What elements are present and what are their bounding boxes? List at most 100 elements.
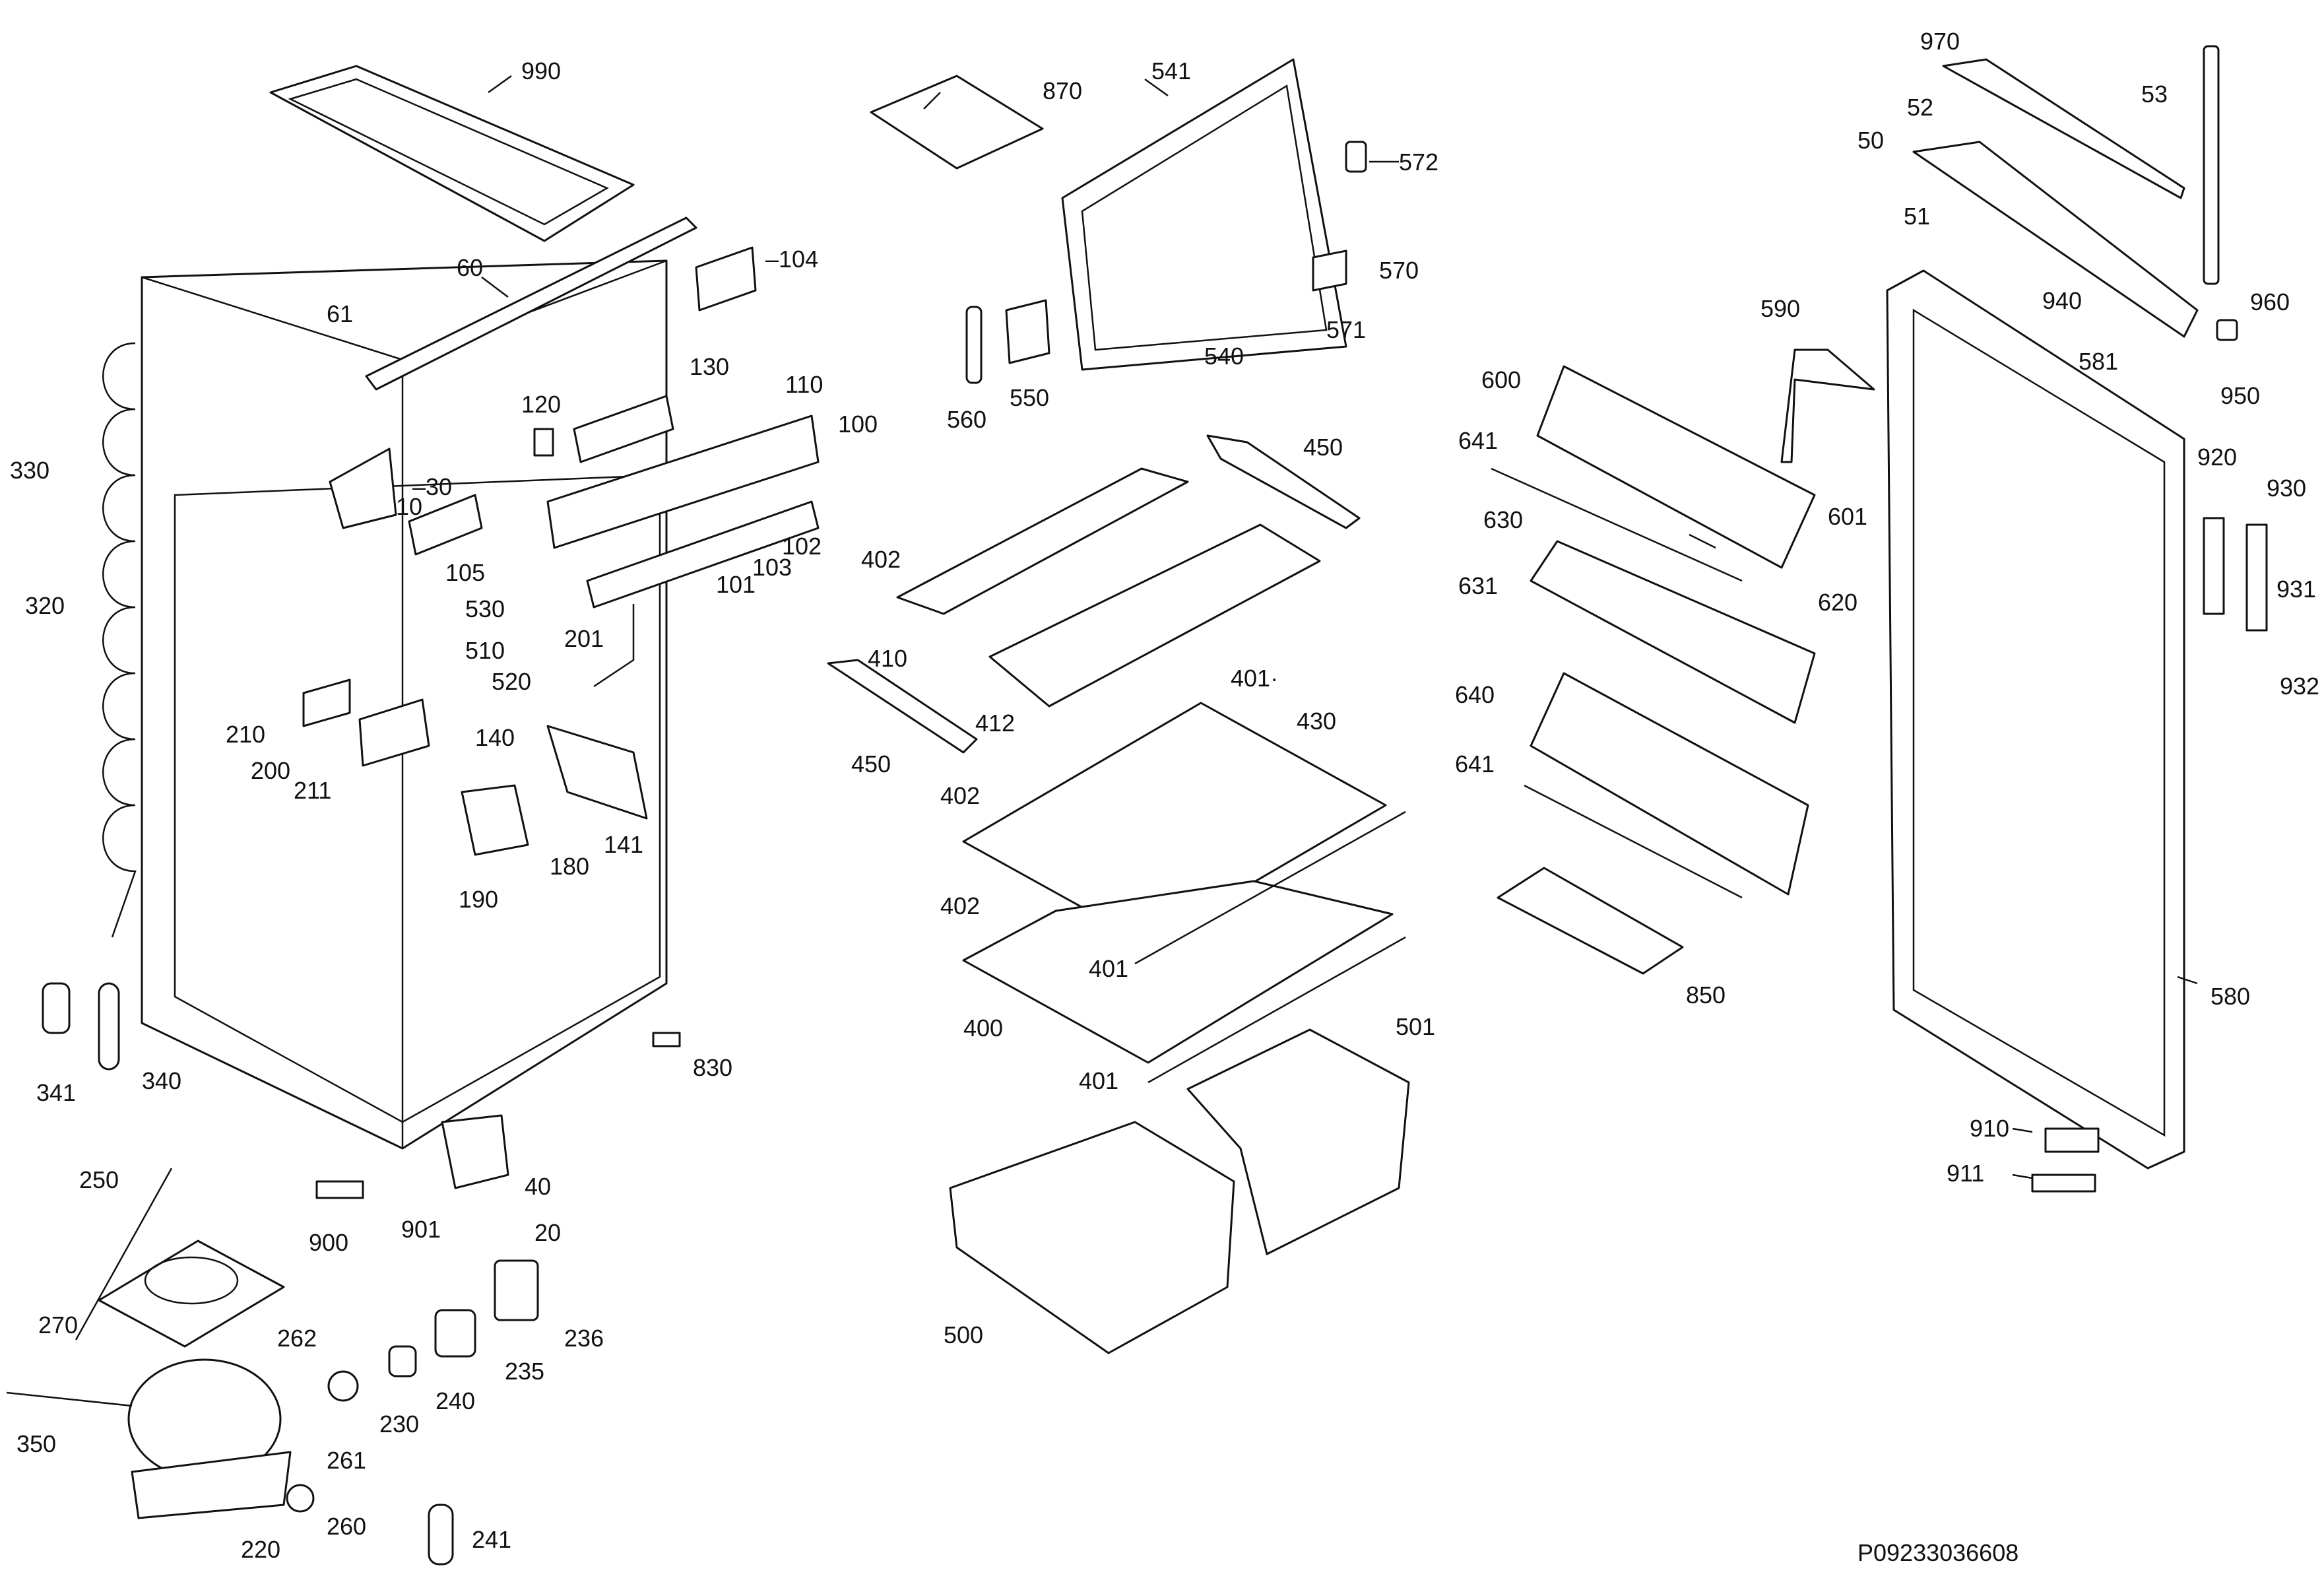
- label-931: 931: [2276, 576, 2316, 603]
- main-door: [1886, 45, 2268, 1193]
- compressor-assembly: [6, 1168, 539, 1566]
- label-850: 850: [1686, 981, 1726, 1009]
- label-261: 261: [327, 1447, 366, 1474]
- label-350: 350: [16, 1430, 56, 1457]
- label-401-b: 401: [1089, 955, 1128, 982]
- label-102: 102: [782, 533, 822, 560]
- label-950: 950: [2220, 382, 2260, 409]
- condenser-coil: [102, 342, 137, 938]
- label-450-bottom: 450: [851, 750, 891, 778]
- top-cover-990: [269, 65, 635, 242]
- label-52: 52: [1907, 94, 1933, 121]
- label-402-a: 402: [861, 546, 901, 573]
- label-320: 320: [25, 592, 65, 619]
- label-211: 211: [294, 777, 331, 804]
- callout-labels: 990 60 61 –104 130 120 110 100 330 –30 1…: [10, 28, 2319, 1563]
- hinge-and-brackets: [302, 447, 648, 1189]
- cover-104: [695, 246, 757, 312]
- label-911: 911: [1947, 1160, 1984, 1187]
- label-501: 501: [1396, 1013, 1435, 1040]
- label-630: 630: [1483, 506, 1523, 533]
- label-130: 130: [690, 353, 729, 380]
- label-51: 51: [1904, 203, 1930, 230]
- label-190: 190: [459, 886, 498, 913]
- label-631: 631: [1458, 572, 1498, 599]
- label-40: 40: [525, 1173, 551, 1200]
- label-410: 410: [868, 645, 907, 672]
- label-210: 210: [226, 721, 265, 748]
- label-401-a: 401·: [1231, 665, 1278, 692]
- label-53: 53: [2141, 81, 2168, 108]
- cable-and-sensors: [42, 604, 681, 1071]
- label-932: 932: [2280, 673, 2319, 700]
- trim-strip-60: [365, 216, 697, 391]
- label-601: 601: [1828, 503, 1867, 530]
- label-110: 110: [785, 371, 823, 398]
- glass-shelves: [827, 434, 1406, 1084]
- label-580: 580: [2211, 983, 2250, 1010]
- label-201: 201: [564, 625, 604, 652]
- label-30: –30: [412, 473, 452, 500]
- label-901: 901: [401, 1216, 441, 1243]
- label-500: 500: [944, 1321, 983, 1348]
- freezer-door: [965, 58, 1367, 384]
- label-341: 341: [36, 1079, 76, 1106]
- label-240: 240: [436, 1387, 475, 1414]
- label-101: 101: [716, 571, 756, 598]
- label-20: 20: [534, 1219, 561, 1246]
- label-530: 530: [465, 595, 505, 622]
- label-990: 990: [521, 57, 561, 84]
- label-230: 230: [379, 1410, 419, 1438]
- label-540: 540: [1204, 343, 1244, 370]
- label-870: 870: [1043, 77, 1082, 104]
- label-141: 141: [604, 831, 643, 858]
- label-241: 241: [472, 1526, 511, 1553]
- label-10: 10: [396, 493, 422, 520]
- crisper-drawers: [949, 1028, 1410, 1354]
- label-430: 430: [1297, 708, 1336, 735]
- control-housing: [533, 395, 820, 609]
- leader-lines: [481, 75, 2198, 1179]
- label-50: 50: [1857, 127, 1884, 154]
- label-970: 970: [1920, 28, 1960, 55]
- label-180: 180: [550, 853, 589, 880]
- label-61: 61: [327, 300, 353, 327]
- label-412: 412: [975, 710, 1015, 737]
- label-590: 590: [1760, 295, 1800, 322]
- label-340: 340: [142, 1067, 181, 1094]
- label-930: 930: [2267, 475, 2306, 502]
- door-bins: [1491, 348, 1875, 975]
- label-910: 910: [1970, 1115, 2009, 1142]
- label-830: 830: [693, 1054, 732, 1081]
- label-260: 260: [327, 1513, 366, 1540]
- label-570: 570: [1379, 257, 1419, 284]
- label-103: 103: [752, 554, 792, 581]
- label-920: 920: [2197, 444, 2237, 471]
- label-235: 235: [505, 1358, 544, 1385]
- label-60: 60: [457, 254, 483, 281]
- label-640: 640: [1455, 681, 1495, 708]
- label-104: –104: [765, 246, 818, 273]
- drawing-code: P09233036608: [1857, 1539, 2018, 1566]
- label-270: 270: [38, 1311, 78, 1339]
- label-100: 100: [838, 411, 878, 438]
- label-120: 120: [521, 391, 561, 418]
- label-560: 560: [947, 406, 986, 433]
- label-262: 262: [277, 1325, 317, 1352]
- label-402-b: 402: [940, 782, 980, 809]
- label-330: 330: [10, 457, 49, 484]
- label-620: 620: [1818, 589, 1857, 616]
- label-550: 550: [1010, 384, 1049, 411]
- label-200: 200: [251, 757, 290, 784]
- label-400: 400: [963, 1014, 1003, 1042]
- label-600: 600: [1481, 366, 1521, 393]
- label-250: 250: [79, 1166, 119, 1193]
- label-220: 220: [241, 1536, 280, 1563]
- label-510: 510: [465, 637, 505, 664]
- label-140: 140: [475, 724, 515, 751]
- label-541: 541: [1151, 57, 1191, 84]
- label-581: 581: [2079, 348, 2118, 375]
- label-940: 940: [2042, 287, 2082, 314]
- label-571: 571: [1326, 316, 1366, 343]
- label-641-a: 641: [1458, 427, 1498, 454]
